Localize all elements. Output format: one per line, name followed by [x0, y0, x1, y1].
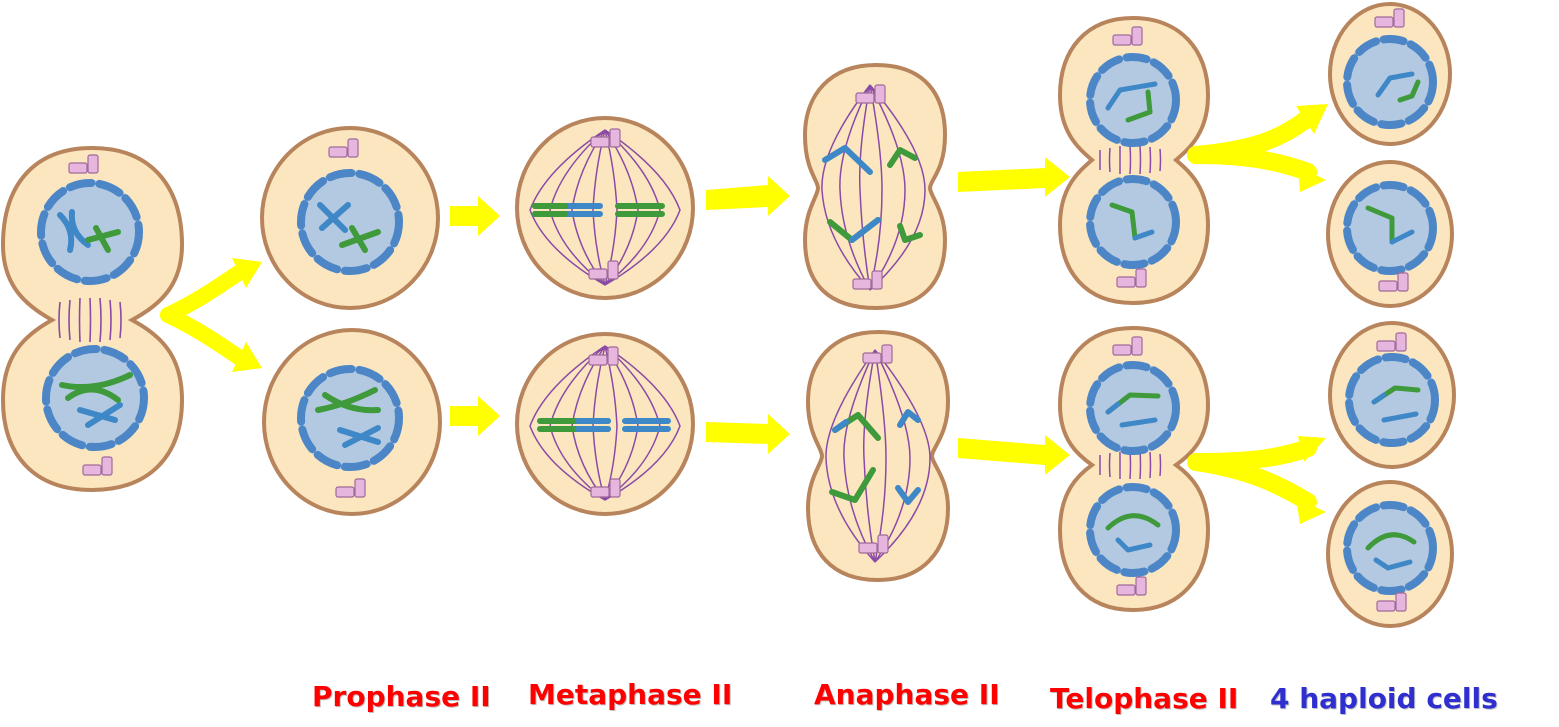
metaphase-cell-top	[515, 116, 695, 300]
telophase-cell-bottom	[1057, 325, 1211, 613]
prophase-cell-bottom	[262, 328, 442, 516]
anaphase-cell-top	[802, 62, 948, 311]
arrow-split-bottom-heads	[1296, 436, 1326, 524]
metaphase-cell-bottom	[515, 332, 695, 516]
arrow-split-top	[1187, 109, 1317, 181]
arrow-split-bottom	[1187, 439, 1317, 511]
anaphase-cell-bottom	[805, 329, 951, 583]
prophase-cell-top	[260, 126, 440, 310]
meiosis-i-dividing-cell	[0, 145, 185, 493]
arrow-anaphase-telophase-top	[958, 157, 1070, 197]
label-anaphase-ii: Anaphase II	[814, 678, 1000, 711]
haploid-cell-1	[1328, 2, 1452, 146]
label-telophase-ii: Telophase II	[1050, 682, 1239, 715]
arrow-prophase-metaphase-bottom	[450, 396, 500, 436]
haploid-cell-2	[1326, 160, 1454, 308]
label-metaphase-ii: Metaphase II	[528, 678, 733, 711]
arrow-metaphase-anaphase-top	[706, 176, 790, 216]
telophase-cell-top	[1057, 15, 1211, 306]
nucleus-bottom	[42, 345, 148, 451]
arrow-split-top-heads	[1296, 104, 1328, 192]
label-prophase-ii: Prophase II	[312, 680, 491, 713]
arrow-metaphase-anaphase-bottom	[706, 414, 790, 454]
arrow-split-1-heads	[232, 258, 262, 372]
arrow-split-1	[160, 264, 248, 366]
haploid-cell-3	[1328, 321, 1456, 469]
haploid-cell-4	[1326, 480, 1454, 628]
label-haploid-cells: 4 haploid cells	[1270, 682, 1498, 715]
nucleus-top	[37, 179, 143, 285]
arrow-anaphase-telophase-bottom	[958, 435, 1070, 475]
arrow-prophase-metaphase-top	[450, 196, 500, 236]
